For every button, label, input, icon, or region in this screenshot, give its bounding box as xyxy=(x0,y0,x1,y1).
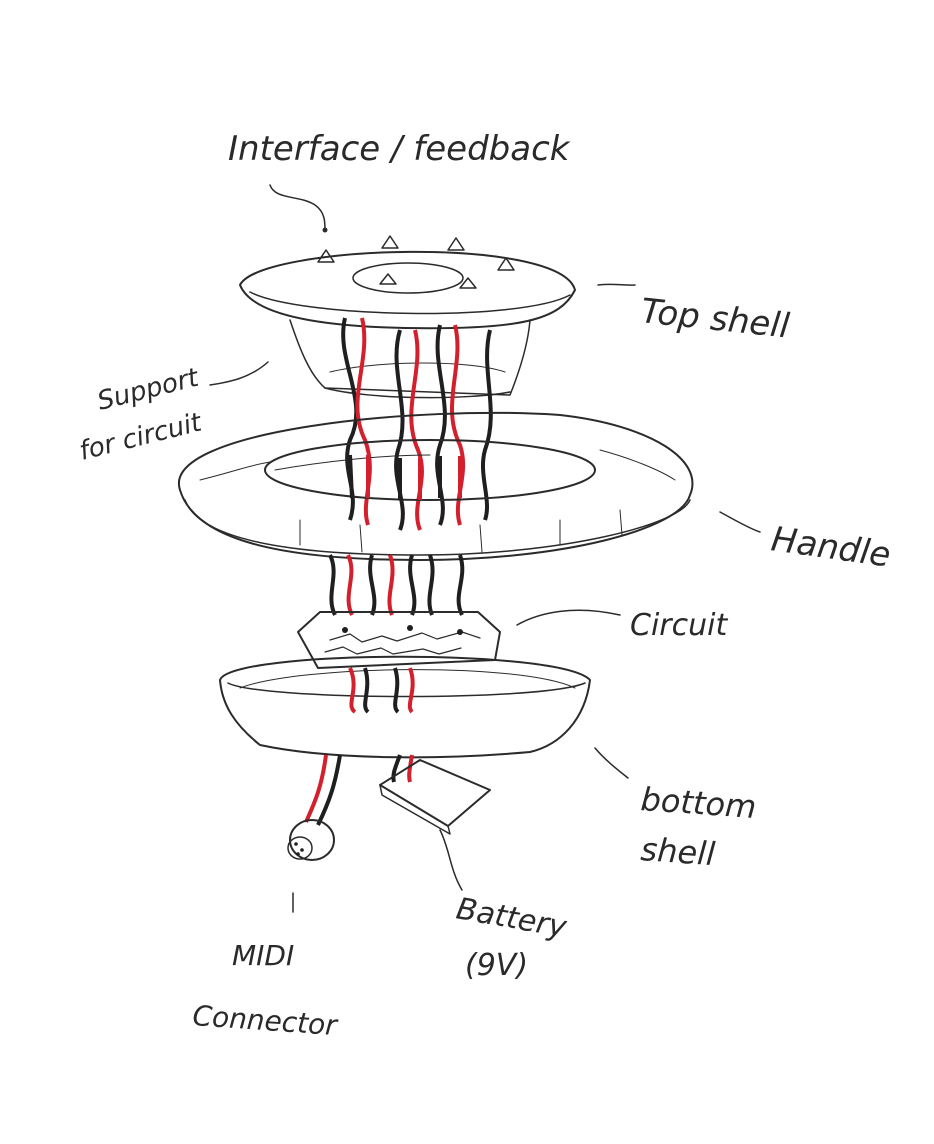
lower-wires xyxy=(328,554,465,616)
leader-lines xyxy=(209,184,761,913)
top-shell xyxy=(239,235,576,330)
battery xyxy=(379,754,491,835)
upper-wires xyxy=(341,317,493,531)
interface-buttons xyxy=(317,235,515,289)
label-midi-line2: Connector xyxy=(192,999,340,1042)
label-interface-feedback: Interface / feedback xyxy=(228,129,571,169)
handle-ring xyxy=(177,411,694,561)
circuit-support xyxy=(289,319,531,399)
label-battery-line2: (9V) xyxy=(465,948,528,983)
label-handle: Handle xyxy=(769,519,893,575)
label-battery-line1: Battery xyxy=(454,891,571,945)
circuit-board xyxy=(297,611,501,669)
label-support-line1: Support xyxy=(94,363,202,417)
ring-wires xyxy=(348,454,462,500)
label-support-line2: for circuit xyxy=(76,407,205,466)
bottom-shell xyxy=(219,655,591,759)
label-midi-line1: MIDI xyxy=(232,939,294,972)
label-bottom-line2: shell xyxy=(639,830,716,873)
label-bottom-line1: bottom xyxy=(639,780,757,826)
label-top-shell: Top shell xyxy=(639,291,792,346)
midi-connector xyxy=(287,754,342,861)
label-circuit: Circuit xyxy=(630,608,728,643)
